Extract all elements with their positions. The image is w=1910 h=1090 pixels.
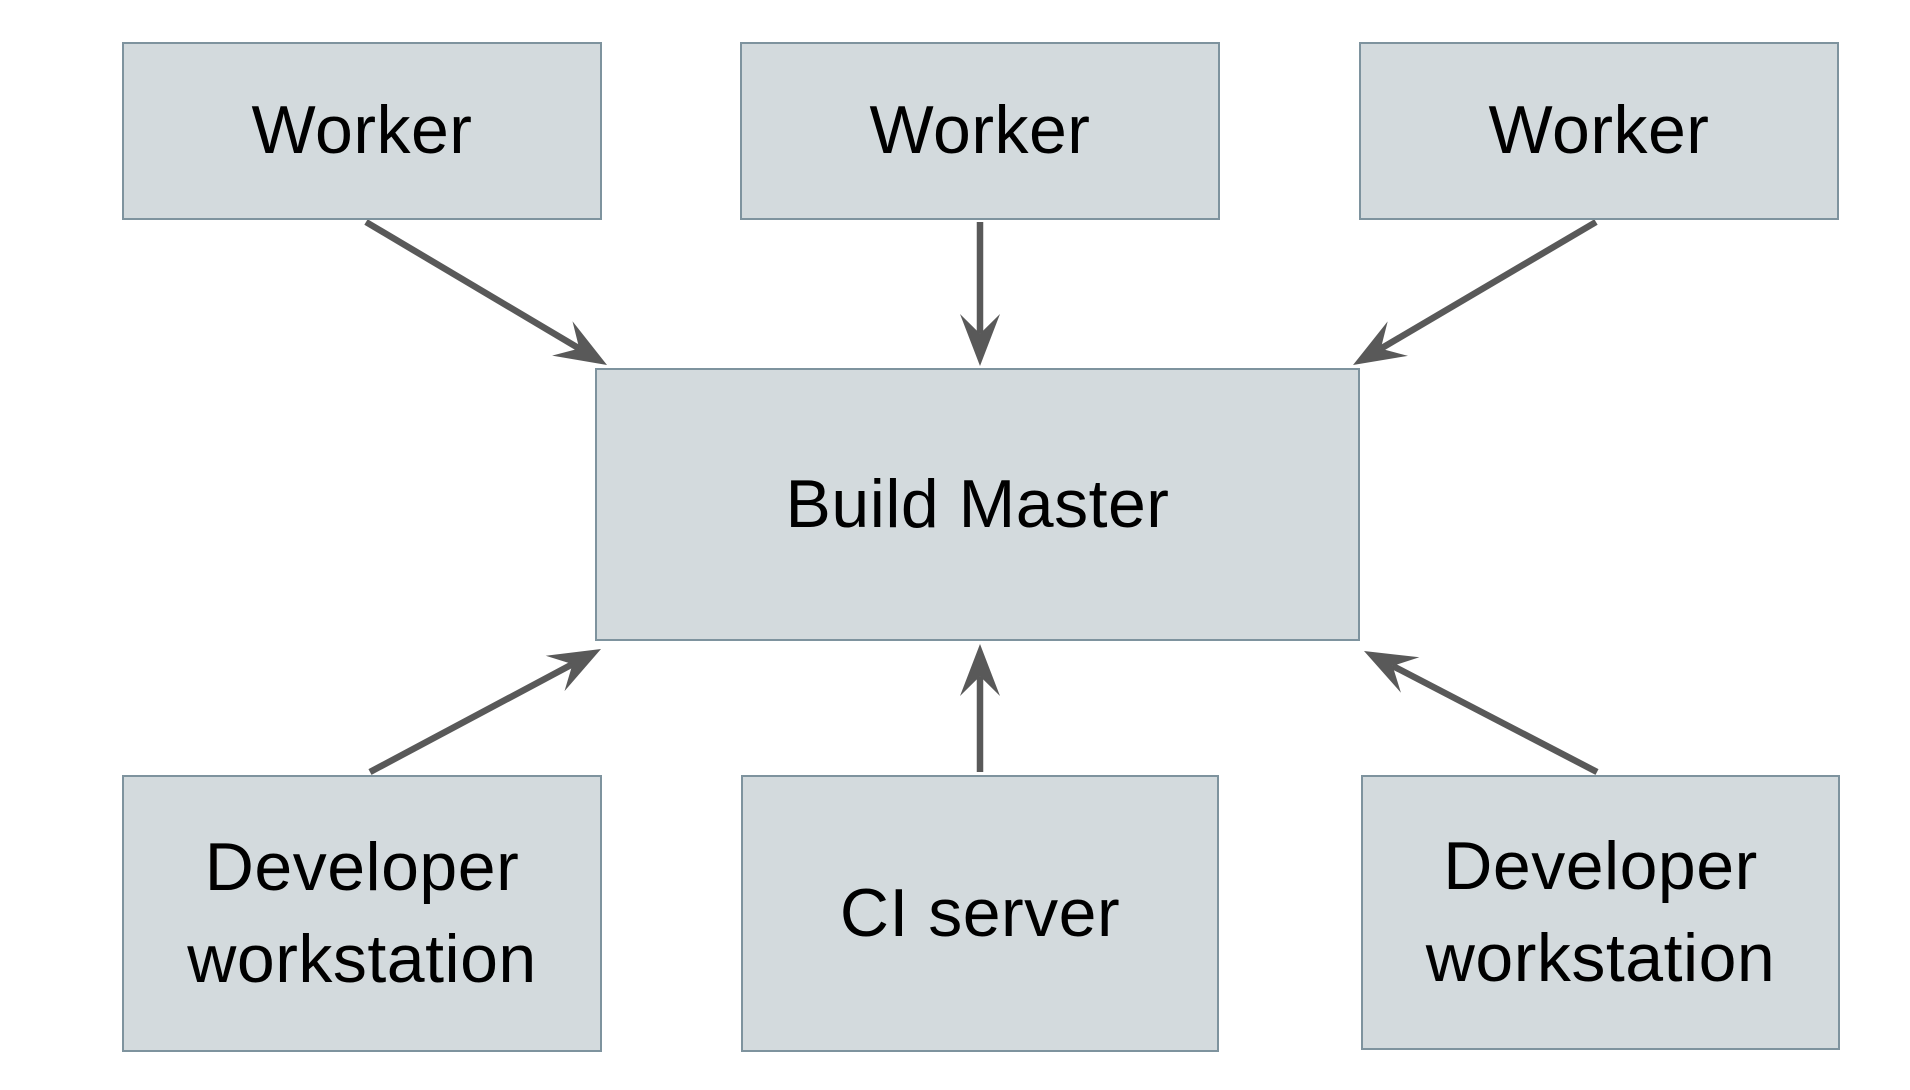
node-developer-workstation-right-label: Developer workstation — [1425, 827, 1776, 996]
node-build-master-label: Build Master — [785, 465, 1170, 542]
node-worker-3: Worker — [1359, 42, 1839, 220]
node-worker-2-label: Worker — [869, 92, 1091, 169]
arrow-head-ci-server-to-build-master — [960, 644, 1000, 696]
node-build-master: Build Master — [595, 368, 1360, 641]
arrow-head-worker-2-to-build-master — [960, 314, 1000, 366]
arrow-shaft-worker-3-to-build-master — [1379, 219, 1598, 352]
node-worker-2: Worker — [740, 42, 1220, 220]
node-worker-1-label: Worker — [251, 92, 473, 169]
arrow-head-worker-1-to-build-master — [552, 321, 607, 365]
arrow-shaft-developer-workstation-left-to-build-master — [368, 661, 575, 775]
arrow-shaft-developer-workstation-right-to-build-master — [1391, 662, 1599, 775]
arrow-head-developer-workstation-right-to-build-master — [1364, 651, 1420, 693]
arrow-head-worker-3-to-build-master — [1353, 321, 1408, 365]
node-developer-workstation-left: Developer workstation — [122, 775, 602, 1052]
node-worker-3-label: Worker — [1488, 92, 1710, 169]
arrow-head-developer-workstation-left-to-build-master — [545, 649, 601, 692]
arrow-shaft-worker-1-to-build-master — [364, 219, 581, 352]
node-developer-workstation-right: Developer workstation — [1361, 775, 1840, 1050]
node-ci-server: CI server — [741, 775, 1219, 1052]
node-worker-1: Worker — [122, 42, 602, 220]
node-developer-workstation-left-label: Developer workstation — [187, 828, 537, 997]
node-ci-server-label: CI server — [839, 874, 1121, 951]
